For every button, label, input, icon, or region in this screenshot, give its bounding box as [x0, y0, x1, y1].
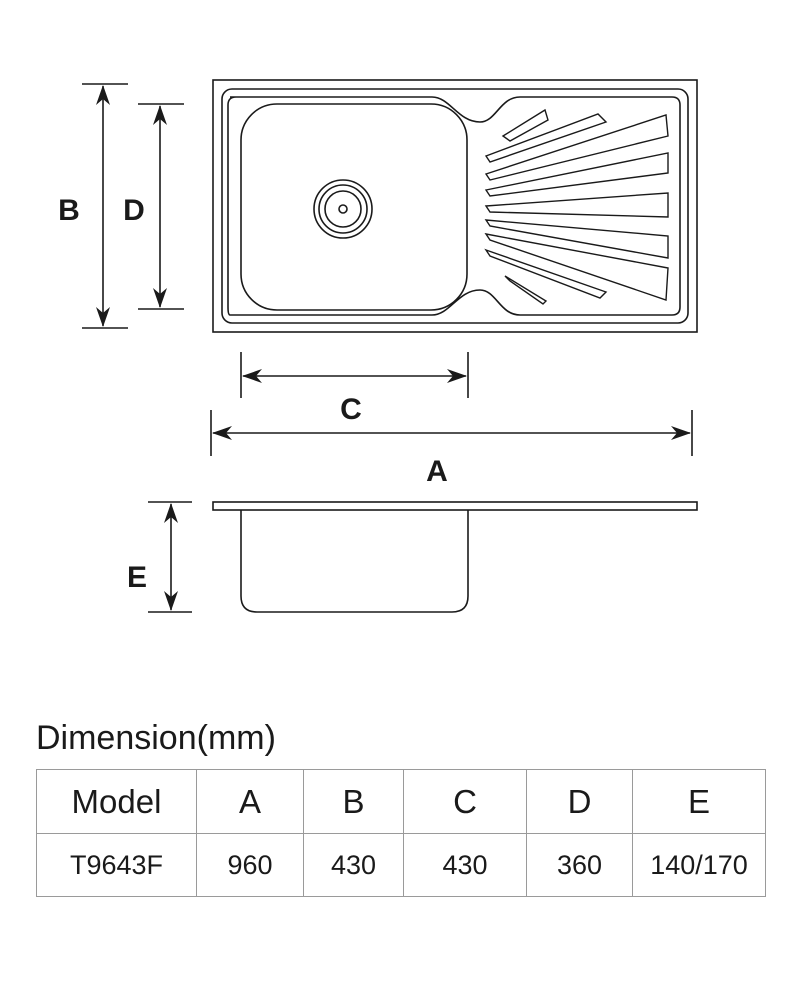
header-D: D [526, 769, 633, 834]
drainer-groove [484, 219, 669, 259]
cell-A: 960 [196, 833, 304, 897]
cell-model: T9643F [36, 833, 197, 897]
sink-top-view [212, 79, 698, 333]
sink-side-view [212, 501, 698, 613]
label-E: E [127, 561, 147, 594]
cell-C: 430 [403, 833, 527, 897]
dimension-A [210, 410, 693, 456]
drainer-groove [484, 152, 669, 197]
drainer-grooves [484, 108, 669, 305]
drain-middle-ring [318, 184, 368, 234]
table-row: T9643F 960 430 430 360 140/170 [36, 833, 766, 897]
cell-B: 430 [303, 833, 404, 897]
drain-hole [338, 204, 348, 214]
dimension-table: Model A B C D E T9643F 960 430 430 360 1… [36, 769, 766, 897]
header-A: A [196, 769, 304, 834]
label-C: C [340, 393, 362, 426]
drainer-groove [484, 233, 669, 301]
dimension-B [82, 83, 128, 329]
sink-outer-edge [212, 79, 698, 333]
dimension-E [148, 501, 192, 613]
header-model: Model [36, 769, 197, 834]
drainer-groove [504, 275, 548, 305]
label-B: B [58, 194, 80, 227]
sink-bowl [240, 103, 468, 311]
cell-E: 140/170 [632, 833, 766, 897]
drainer-groove [484, 114, 669, 181]
header-C: C [403, 769, 527, 834]
side-top-plate [212, 501, 698, 511]
header-E: E [632, 769, 766, 834]
side-bowl-profile [240, 510, 469, 613]
drainer-groove [484, 248, 608, 299]
sink-technical-drawing: B D C A E [58, 79, 698, 613]
dimension-table-title: Dimension(mm) [36, 719, 276, 757]
drainer-groove [484, 113, 608, 163]
table-header-row: Model A B C D E [36, 769, 766, 834]
dimension-C [240, 352, 469, 398]
sink-rim [221, 88, 689, 324]
cell-D: 360 [526, 833, 633, 897]
dimension-D [138, 103, 184, 310]
sink-bowl-and-drainer-outline [227, 96, 681, 316]
label-D: D [123, 194, 145, 227]
drainer-groove [501, 108, 549, 142]
header-B: B [303, 769, 404, 834]
drainer-groove [484, 192, 669, 218]
drain-inner-ring [324, 190, 362, 228]
label-A: A [426, 455, 448, 488]
drain-outer-ring [313, 179, 373, 239]
